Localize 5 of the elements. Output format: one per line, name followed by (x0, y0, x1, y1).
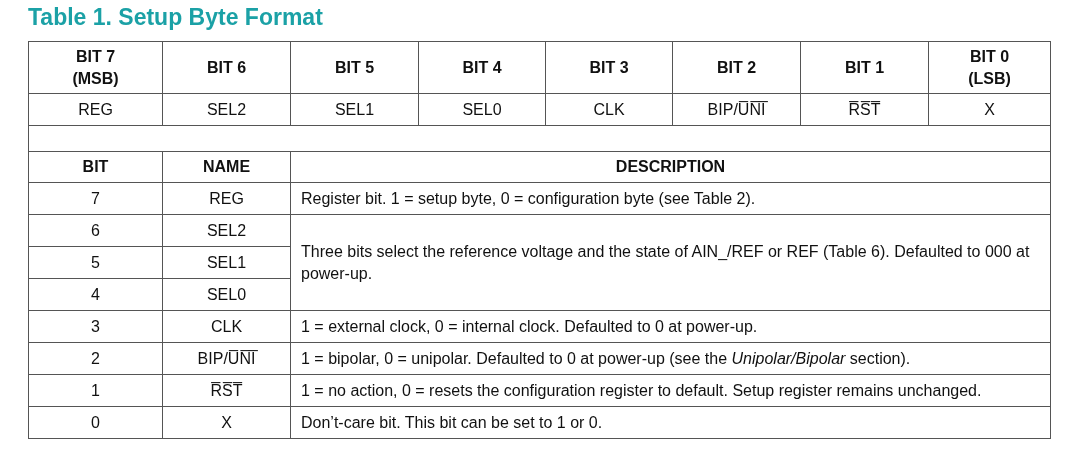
table-cell: 0 (28, 406, 163, 439)
table-cell: Don’t-care bit. This bit can be set to 1 or 0. (290, 406, 1051, 439)
table-header-cell: BIT 7 (MSB) (28, 41, 163, 94)
table-title: Table 1. Setup Byte Format (28, 4, 323, 31)
table-header-cell: BIT 0 (LSB) (928, 41, 1051, 94)
